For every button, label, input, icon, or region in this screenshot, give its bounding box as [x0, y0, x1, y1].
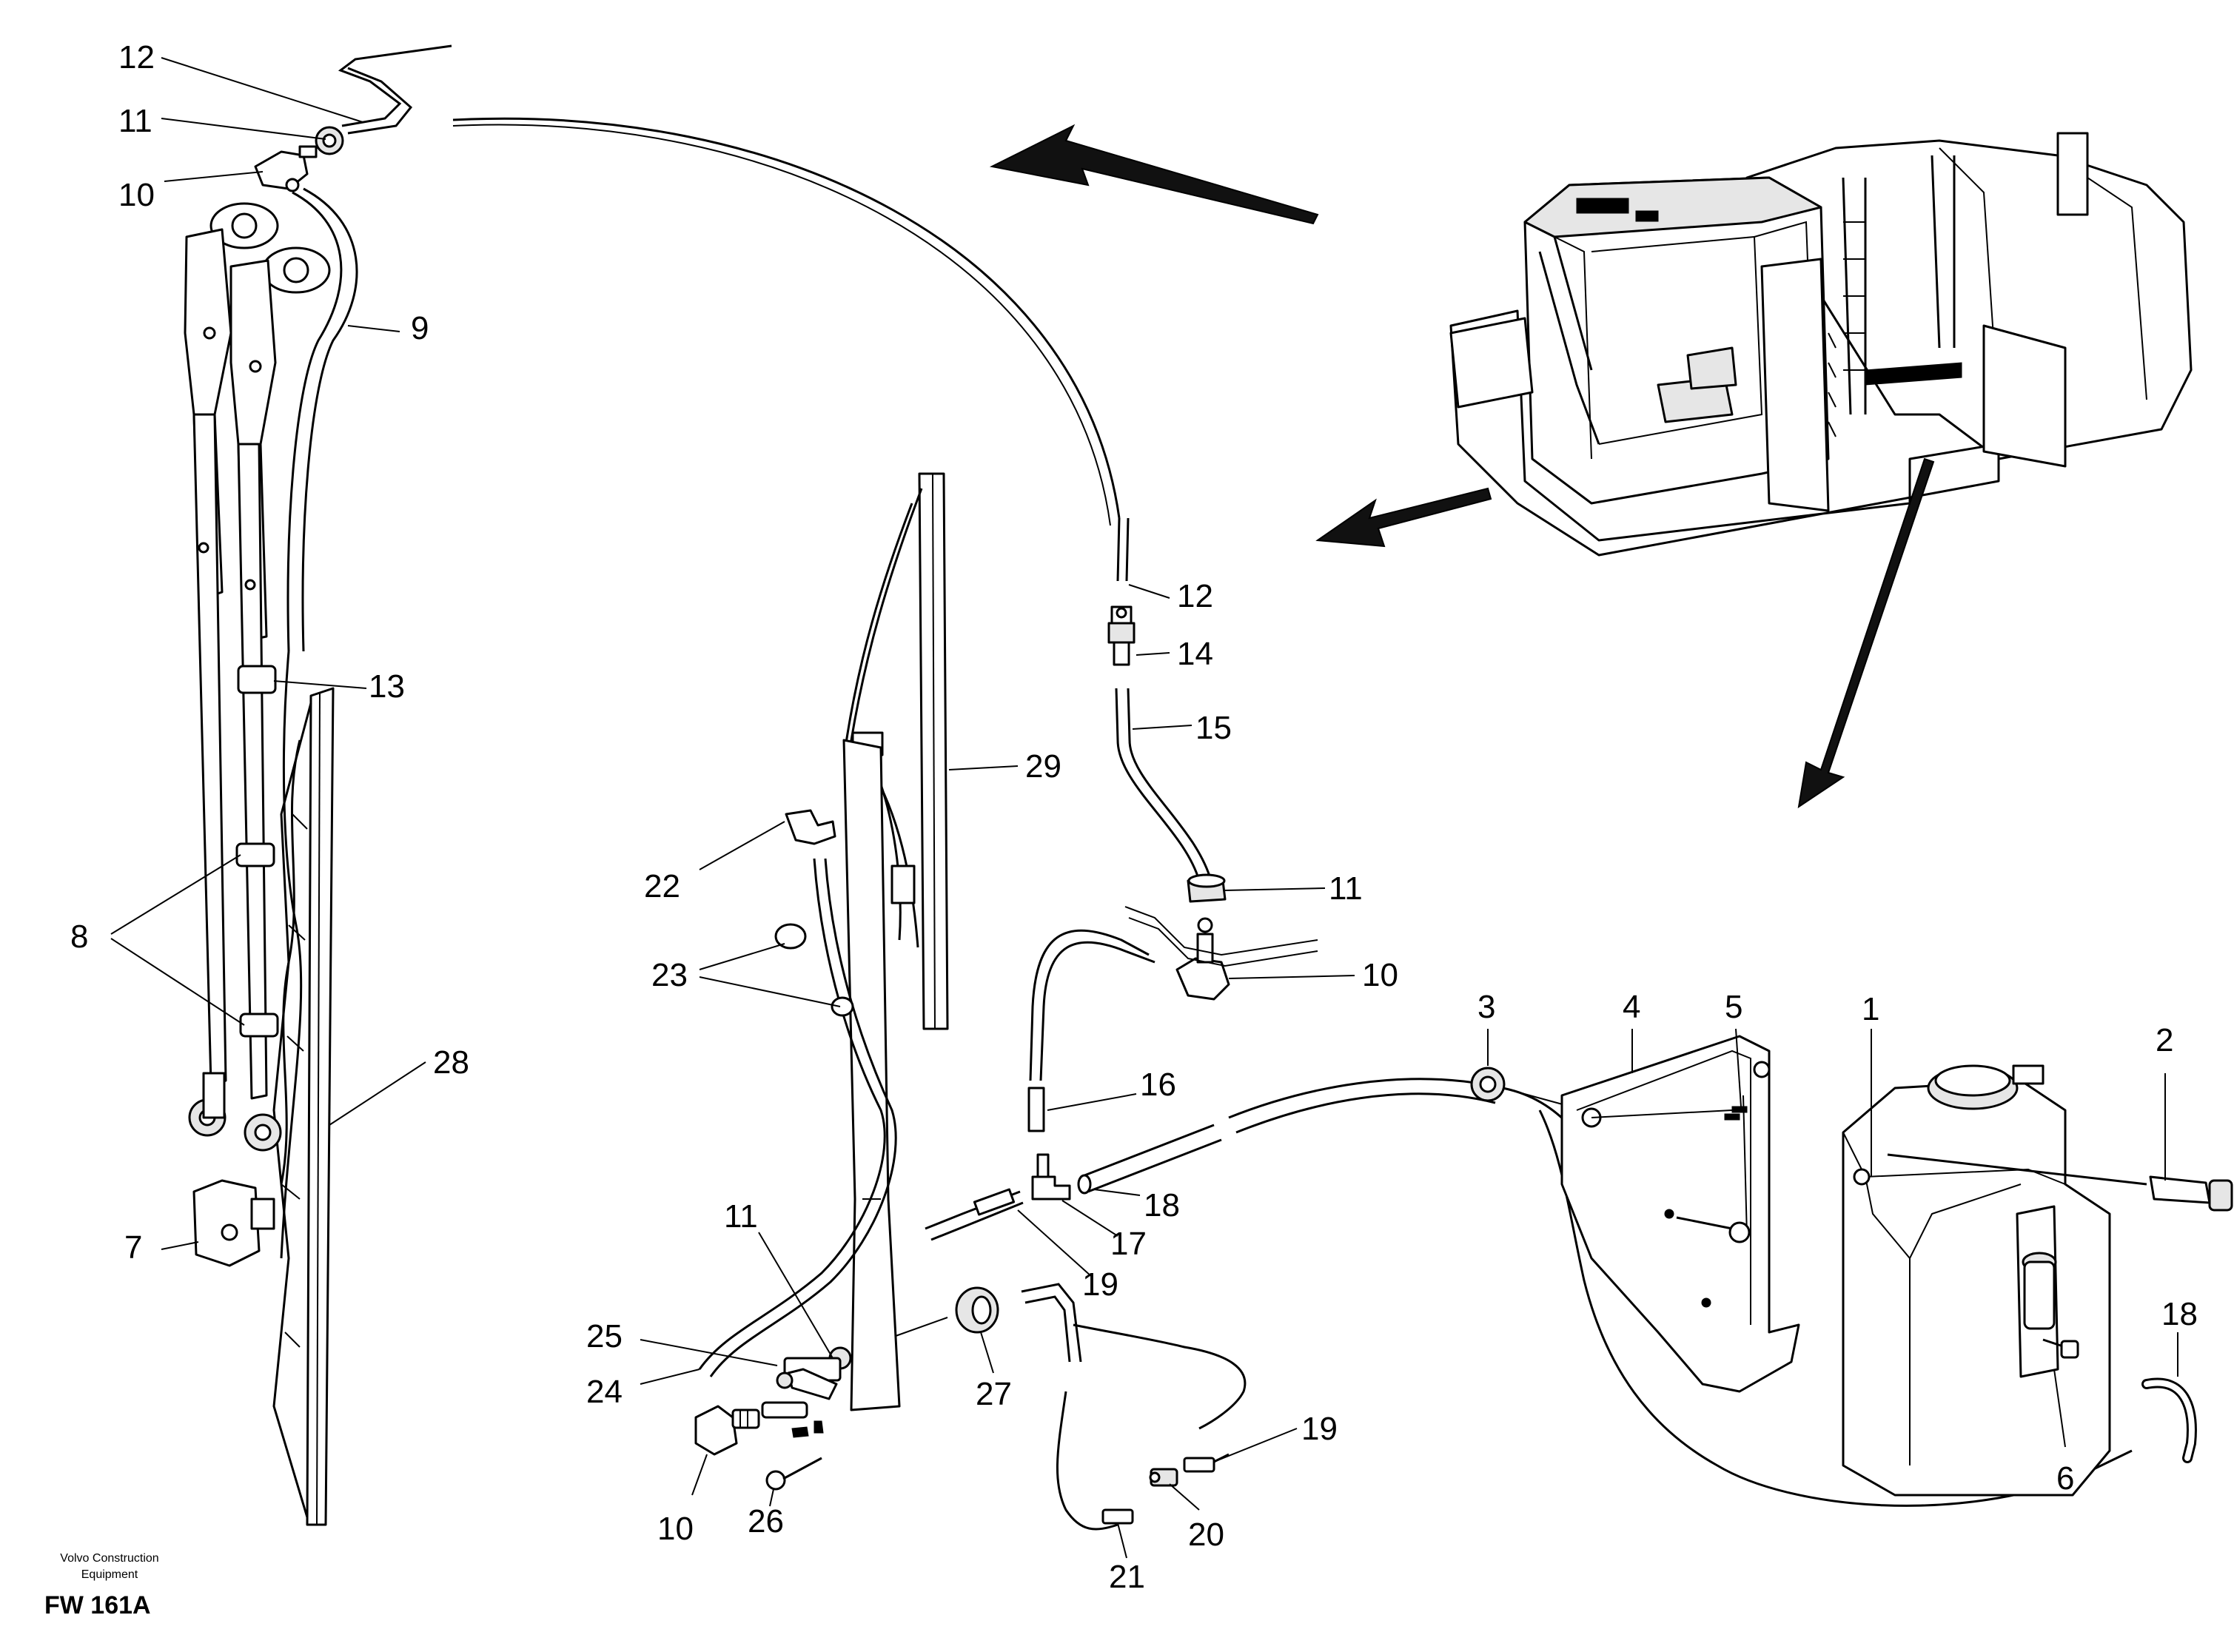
callout-20: 20 [1188, 1517, 1224, 1553]
callout-18-middle: 18 [1144, 1187, 1180, 1223]
callout-18-right: 18 [2161, 1296, 2198, 1332]
rear-wiper-assembly [694, 472, 1082, 1491]
check-valve-chain [1107, 517, 1318, 1001]
callout-10-top: 10 [118, 177, 155, 213]
callout-13: 13 [369, 668, 405, 705]
callout-6: 6 [2056, 1460, 2074, 1497]
leader-lines [110, 57, 2178, 1559]
callout-26: 26 [748, 1503, 784, 1539]
footer-company-line2: Equipment [81, 1568, 138, 1581]
callout-15: 15 [1195, 710, 1232, 746]
washer-hose-upper [452, 117, 1121, 519]
washer-tank-assembly [1470, 1035, 2233, 1497]
washer-hose-network [925, 929, 2133, 1531]
pointer-arrow-down [1797, 457, 1935, 809]
pointer-arrow-middle [1315, 487, 1492, 548]
front-wiper-assembly [184, 44, 452, 1526]
callout-10-middle: 10 [1362, 957, 1398, 993]
callout-14: 14 [1177, 636, 1213, 672]
callout-10-bottom: 10 [657, 1511, 694, 1547]
callout-1: 1 [1862, 991, 1879, 1027]
callout-11-middle: 11 [1329, 870, 1363, 907]
callout-7: 7 [124, 1229, 142, 1266]
pointer-arrow-top [989, 124, 1319, 225]
callout-9: 9 [411, 310, 429, 346]
callout-17: 17 [1110, 1226, 1147, 1262]
figure-code: FW 161A [44, 1591, 151, 1619]
callout-3: 3 [1477, 989, 1495, 1025]
callout-8: 8 [70, 919, 88, 955]
callout-22: 22 [644, 868, 680, 904]
callout-27: 27 [976, 1376, 1012, 1412]
callout-12-top: 12 [118, 39, 155, 75]
callout-12-middle: 12 [1177, 578, 1213, 614]
footer-company-line1: Volvo Construction [60, 1552, 158, 1565]
washer-hose-upper-inner [452, 124, 1111, 526]
callout-11-top: 11 [118, 103, 152, 139]
callout-5: 5 [1725, 989, 1742, 1025]
callout-28: 28 [433, 1044, 469, 1081]
callout-11-bottom: 11 [724, 1198, 758, 1235]
callout-25: 25 [586, 1318, 623, 1354]
callout-23: 23 [651, 957, 688, 993]
callout-16: 16 [1140, 1067, 1176, 1103]
callout-2: 2 [2156, 1022, 2173, 1058]
callout-29: 29 [1025, 748, 1061, 785]
callout-19-middle: 19 [1082, 1266, 1118, 1303]
callout-4: 4 [1623, 989, 1640, 1025]
callout-21: 21 [1109, 1559, 1145, 1595]
callout-24: 24 [586, 1374, 623, 1410]
callout-19-right: 19 [1301, 1411, 1338, 1447]
machine-cab-illustration [1449, 132, 2193, 557]
